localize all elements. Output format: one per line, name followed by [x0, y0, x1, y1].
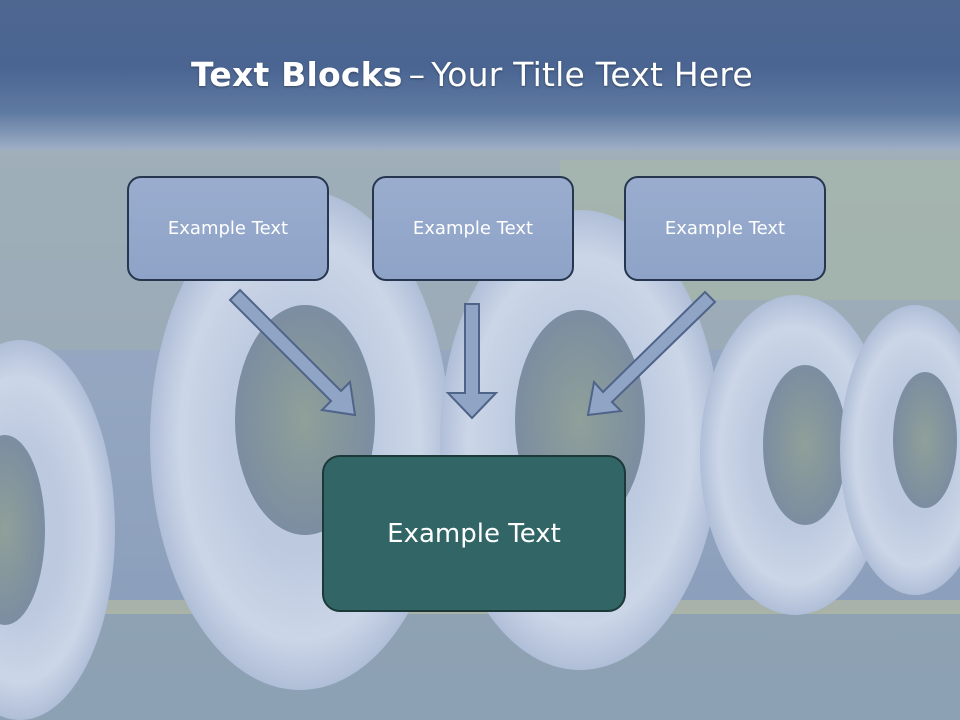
slide-title-separator: – — [408, 55, 426, 94]
slide-title: Text Blocks–Your Title Text Here — [0, 52, 944, 98]
text-block-2-label: Example Text — [412, 218, 534, 239]
text-block-1-label: Example Text — [167, 218, 289, 239]
slide-title-bold: Text Blocks — [191, 55, 403, 94]
summary-text-block-label: Example Text — [387, 518, 561, 549]
slide-title-rest: Your Title Text Here — [431, 55, 753, 94]
text-block-3-label: Example Text — [664, 218, 786, 239]
summary-text-block[interactable]: Example Text — [322, 455, 626, 612]
text-block-2[interactable]: Example Text — [372, 176, 574, 281]
text-block-3[interactable]: Example Text — [624, 176, 826, 281]
text-block-1[interactable]: Example Text — [127, 176, 329, 281]
title-band — [0, 0, 960, 150]
